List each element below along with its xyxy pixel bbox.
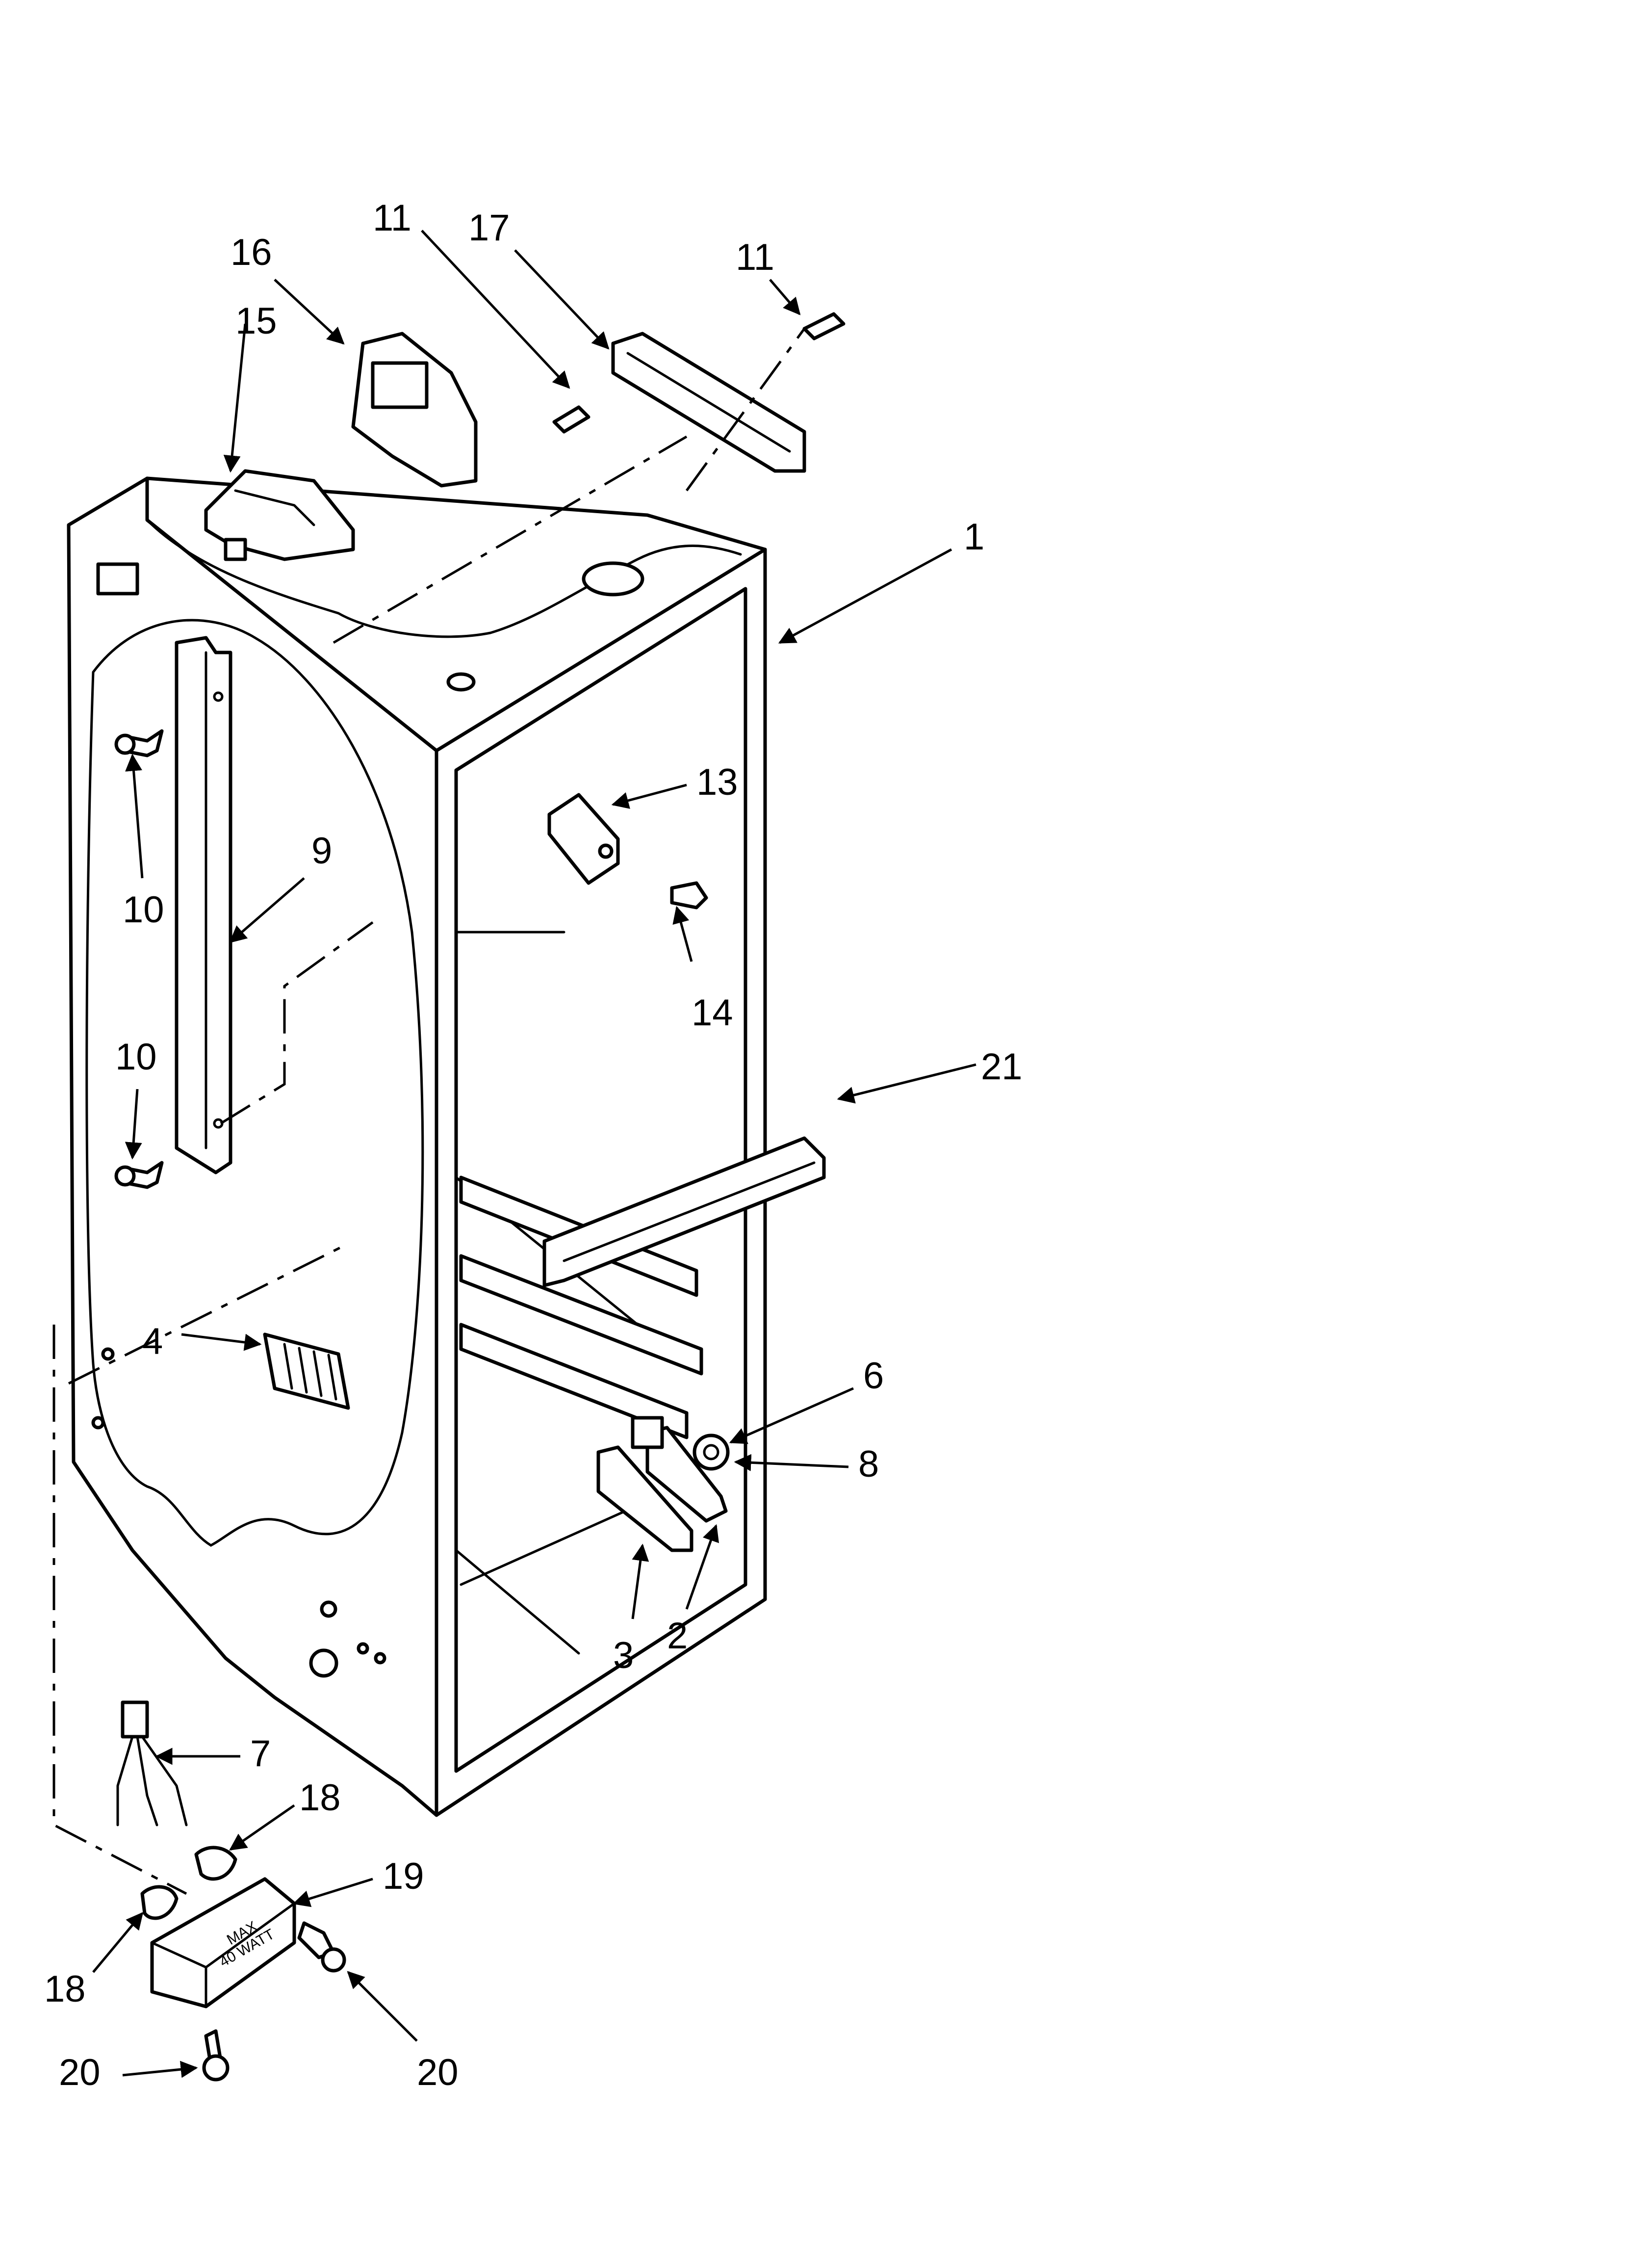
control-housing-15 [204, 469, 355, 561]
callout-4: 4 [142, 1321, 163, 1362]
screw-14 [670, 881, 708, 910]
wire-harness-7 [116, 1700, 188, 1826]
callout-2: 2 [667, 1615, 688, 1657]
screw-20-right [297, 1921, 346, 1973]
callout-17: 17 [468, 207, 510, 249]
screw-20-lower [202, 2029, 230, 2082]
roller-6 [631, 1416, 664, 1449]
callout-20-lower: 20 [59, 2052, 101, 2093]
callout-6: 6 [863, 1355, 884, 1397]
screw-11-left [552, 405, 590, 434]
lamp-socket-19: MAX 40 WATT [150, 1877, 296, 2008]
cabinet-liner [67, 476, 767, 1817]
roller-8 [693, 1434, 730, 1471]
callout-labels: 1 2 3 4 6 7 8 9 10 10 11 11 13 14 15 16 … [44, 197, 1023, 2093]
leader-lines [92, 230, 976, 2078]
callout-18-upper: 18 [299, 1777, 341, 1819]
callout-7: 7 [250, 1733, 271, 1774]
clip-18-upper [194, 1846, 237, 1881]
slide-rail-3 [596, 1445, 693, 1552]
bracket-13 [547, 793, 620, 885]
bracket-mount-line [333, 435, 688, 644]
callout-10-upper: 10 [123, 889, 164, 931]
screw-10-lower [114, 1161, 164, 1189]
callout-19: 19 [383, 1855, 424, 1897]
callout-18-lower: 18 [44, 1968, 86, 2010]
screw-11-right [802, 312, 846, 340]
shelf-ladder-rail [175, 636, 232, 1174]
callout-13: 13 [696, 761, 738, 803]
slide-bracket-2 [645, 1426, 728, 1523]
callout-8: 8 [858, 1443, 879, 1485]
lamp-mount-line [52, 1245, 344, 1895]
callout-20-right: 20 [417, 2052, 459, 2093]
top-bracket-17 [611, 332, 806, 473]
callout-11-left: 11 [373, 197, 411, 239]
callout-15: 15 [235, 300, 277, 342]
callout-1: 1 [964, 516, 984, 558]
screw-11-mount-line [685, 328, 806, 492]
callout-16: 16 [231, 232, 272, 273]
drain-grille [263, 1332, 350, 1410]
callout-10-lower: 10 [115, 1036, 157, 1078]
cross-brace-21 [542, 1136, 826, 1287]
screw-10-upper [114, 729, 164, 757]
clip-18-lower [140, 1885, 179, 1920]
callout-3: 3 [613, 1635, 634, 1676]
callout-9: 9 [311, 830, 332, 872]
housing-bracket-16 [351, 332, 478, 488]
callout-11-right: 11 [736, 236, 774, 278]
callout-14: 14 [692, 992, 733, 1034]
callout-21: 21 [981, 1046, 1023, 1088]
